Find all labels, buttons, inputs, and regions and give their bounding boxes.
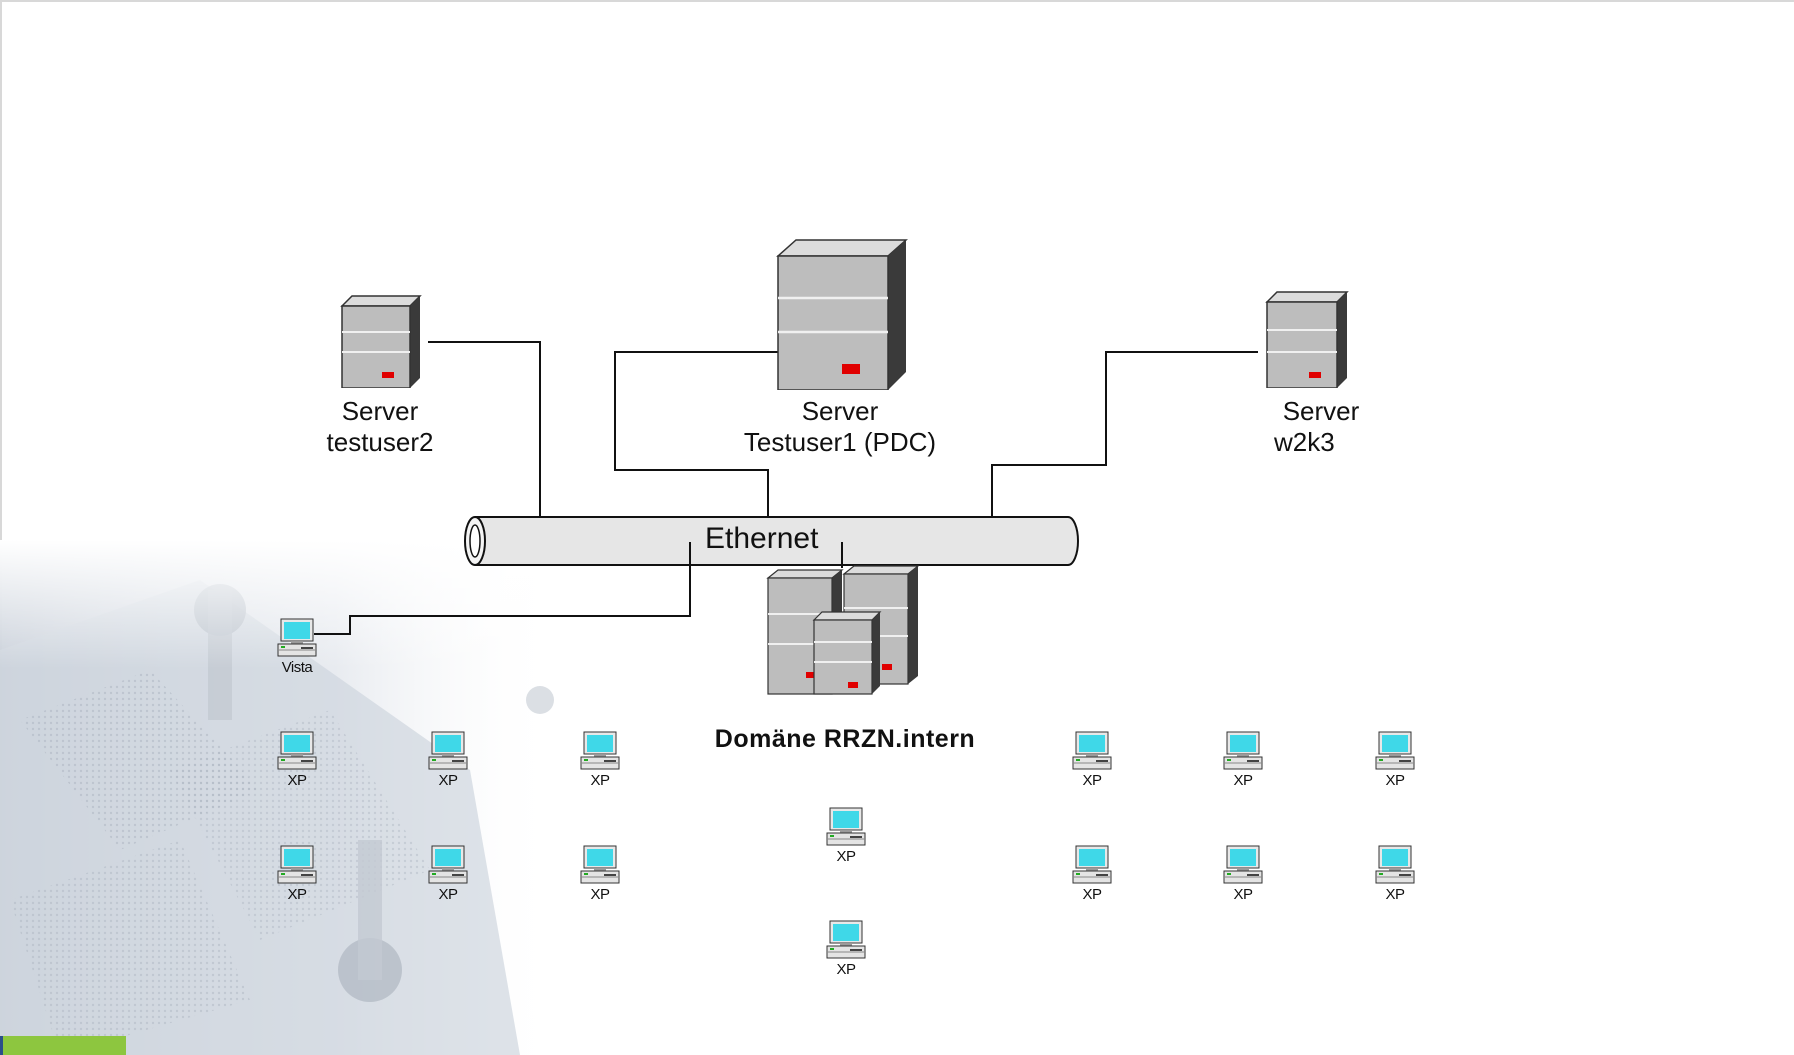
server-label-w2k3: Server w2k3 [1262, 396, 1362, 458]
connection-lines [428, 341, 1258, 542]
desktop-pc-icon [428, 845, 468, 885]
link-testuser2 [428, 341, 541, 542]
server-label-line1: Server [1282, 396, 1360, 426]
workstation-label-xp: XP [438, 886, 458, 903]
desktop-pc-icon [580, 845, 620, 885]
workstation-label-xp: XP [836, 848, 856, 865]
desktop-pc-icon [1223, 845, 1263, 885]
server-label-line2: testuser2 [326, 427, 434, 457]
server-label-line2: Testuser1 (PDC) [743, 427, 937, 457]
server-tower-icon [340, 295, 422, 388]
desktop-pc-icon [826, 920, 866, 960]
workstation-label-xp: XP [287, 886, 307, 903]
desktop-pc-icon [277, 845, 317, 885]
workstation-label-xp: XP [1233, 772, 1253, 789]
workstation-label-xp: XP [1082, 886, 1102, 903]
workstation-label-xp: XP [836, 961, 856, 978]
accent-bar [0, 1036, 126, 1055]
server-label-testuser2: Server testuser2 [320, 396, 440, 458]
server-label-testuser1: Server Testuser1 (PDC) [730, 396, 950, 458]
workstation-label-xp: XP [1385, 772, 1405, 789]
workstation-label-xp: XP [1082, 772, 1102, 789]
server-tower-icon [1265, 291, 1349, 388]
desktop-pc-icon [277, 618, 317, 658]
link-vista [314, 542, 691, 635]
desktop-pc-icon [1072, 845, 1112, 885]
ethernet-label: Ethernet [705, 522, 819, 555]
accent-bar-edge [0, 1036, 3, 1055]
ethernet-pipe [464, 516, 1079, 566]
link-w2k3 [991, 351, 1258, 542]
workstation-label-xp: XP [438, 772, 458, 789]
server-label-line1: Server [341, 396, 419, 426]
desktop-pc-icon [1375, 731, 1415, 771]
top-border [0, 0, 1794, 2]
desktop-pc-icon [1072, 731, 1112, 771]
domain-label: Domäne RRZN.intern [714, 725, 976, 753]
server-label-line1: Server [801, 396, 879, 426]
workstation-label-xp: XP [1385, 886, 1405, 903]
link-testuser1 [614, 351, 780, 542]
desktop-pc-icon [277, 731, 317, 771]
workstation-label-xp: XP [287, 772, 307, 789]
left-border [0, 0, 2, 1055]
connection-lines-front [314, 542, 843, 635]
desktop-pc-icon [580, 731, 620, 771]
desktop-pc-icon [1375, 845, 1415, 885]
desktop-pc-icon [428, 731, 468, 771]
server-tower-icon [776, 239, 908, 390]
background-circuit-photo [0, 540, 560, 1055]
server-cluster-icon [766, 565, 920, 695]
workstation-label-xp: XP [590, 772, 610, 789]
workstation-label-xp: XP [590, 886, 610, 903]
desktop-pc-icon [826, 807, 866, 847]
desktop-pc-icon [1223, 731, 1263, 771]
workstation-label-xp: XP [1233, 886, 1253, 903]
server-label-line2: w2k3 [1274, 427, 1335, 457]
workstation-label-vista: Vista [281, 659, 313, 676]
